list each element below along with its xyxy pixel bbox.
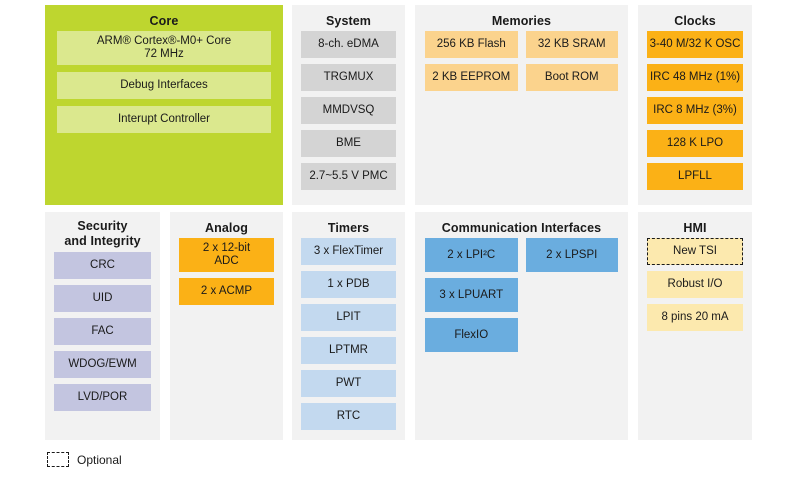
block-lpi2c[interactable]: 2 x LPI²C [425, 238, 518, 272]
block-irc-48mhz[interactable]: IRC 48 MHz (1%) [647, 64, 743, 91]
block-lptmr[interactable]: LPTMR [301, 337, 396, 364]
block-flexio[interactable]: FlexIO [425, 318, 518, 352]
panel-memories: Memories 256 KB Flash 32 KB SRAM 2 KB EE… [415, 5, 628, 205]
block-edma[interactable]: 8-ch. eDMA [301, 31, 396, 58]
block-interrupt-controller[interactable]: Interupt Controller [57, 106, 271, 133]
block-lpit[interactable]: LPIT [301, 304, 396, 331]
legend-dashed-swatch-icon [47, 452, 69, 467]
panel-clocks-blocks: 3-40 M/32 K OSC IRC 48 MHz (1%) IRC 8 MH… [638, 31, 752, 190]
block-lpspi[interactable]: 2 x LPSPI [525, 238, 618, 272]
block-fac[interactable]: FAC [54, 318, 151, 345]
panel-title-clocks: Clocks [674, 14, 716, 28]
block-sram[interactable]: 32 KB SRAM [525, 31, 618, 58]
block-lpo[interactable]: 128 K LPO [647, 130, 743, 157]
panel-title-core: Core [149, 14, 179, 28]
block-boot-rom[interactable]: Boot ROM [525, 64, 618, 91]
panel-title-system: System [325, 14, 372, 28]
block-robust-io[interactable]: Robust I/O [647, 271, 743, 298]
block-pdb[interactable]: 1 x PDB [301, 271, 396, 298]
block-crc[interactable]: CRC [54, 252, 151, 279]
panel-system-blocks: 8-ch. eDMA TRGMUX MMDVSQ BME 2.7~5.5 V P… [292, 31, 405, 190]
panel-timers-blocks: 3 x FlexTimer 1 x PDB LPIT LPTMR PWT RTC [292, 238, 405, 430]
block-flextimer[interactable]: 3 x FlexTimer [301, 238, 396, 265]
block-debug-interfaces[interactable]: Debug Interfaces [57, 72, 271, 99]
panel-system: System 8-ch. eDMA TRGMUX MMDVSQ BME 2.7~… [292, 5, 405, 205]
block-lpfll[interactable]: LPFLL [647, 163, 743, 190]
comm-grid-spacer [526, 278, 619, 312]
block-eeprom[interactable]: 2 KB EEPROM [425, 64, 518, 91]
block-acmp[interactable]: 2 x ACMP [179, 278, 274, 305]
block-new-tsi[interactable]: New TSI [647, 238, 743, 265]
panel-title-memories: Memories [491, 14, 552, 28]
panel-communication-interfaces: Communication Interfaces 2 x LPI²C 2 x L… [415, 212, 628, 440]
block-lpuart[interactable]: 3 x LPUART [425, 278, 518, 312]
panel-hmi-blocks: New TSI Robust I/O 8 pins 20 mA [638, 238, 752, 331]
block-lvd-por[interactable]: LVD/POR [54, 384, 151, 411]
panel-memories-blocks: 256 KB Flash 32 KB SRAM 2 KB EEPROM Boot… [415, 31, 628, 91]
block-bme[interactable]: BME [301, 130, 396, 157]
block-rtc[interactable]: RTC [301, 403, 396, 430]
block-wdog-ewm[interactable]: WDOG/EWM [54, 351, 151, 378]
block-pwt[interactable]: PWT [301, 370, 396, 397]
panel-comm-blocks: 2 x LPI²C 2 x LPSPI 3 x LPUART FlexIO [415, 238, 628, 352]
panel-timers: Timers 3 x FlexTimer 1 x PDB LPIT LPTMR … [292, 212, 405, 440]
panel-title-timers: Timers [327, 221, 370, 235]
block-uid[interactable]: UID [54, 285, 151, 312]
panel-clocks: Clocks 3-40 M/32 K OSC IRC 48 MHz (1%) I… [638, 5, 752, 205]
panel-title-comm: Communication Interfaces [441, 221, 602, 235]
block-8-pins-20ma[interactable]: 8 pins 20 mA [647, 304, 743, 331]
block-mmdvsq[interactable]: MMDVSQ [301, 97, 396, 124]
panel-title-hmi: HMI [683, 221, 707, 235]
block-irc-8mhz[interactable]: IRC 8 MHz (3%) [647, 97, 743, 124]
panel-title-analog: Analog [205, 221, 248, 235]
block-osc[interactable]: 3-40 M/32 K OSC [647, 31, 743, 58]
block-trgmux[interactable]: TRGMUX [301, 64, 396, 91]
panel-hmi: HMI New TSI Robust I/O 8 pins 20 mA [638, 212, 752, 440]
block-pmc[interactable]: 2.7~5.5 V PMC [301, 163, 396, 190]
block-flash[interactable]: 256 KB Flash [425, 31, 518, 58]
panel-security-blocks: CRC UID FAC WDOG/EWM LVD/POR [45, 252, 160, 411]
legend-optional: Optional [47, 452, 122, 467]
legend-label: Optional [77, 452, 122, 467]
